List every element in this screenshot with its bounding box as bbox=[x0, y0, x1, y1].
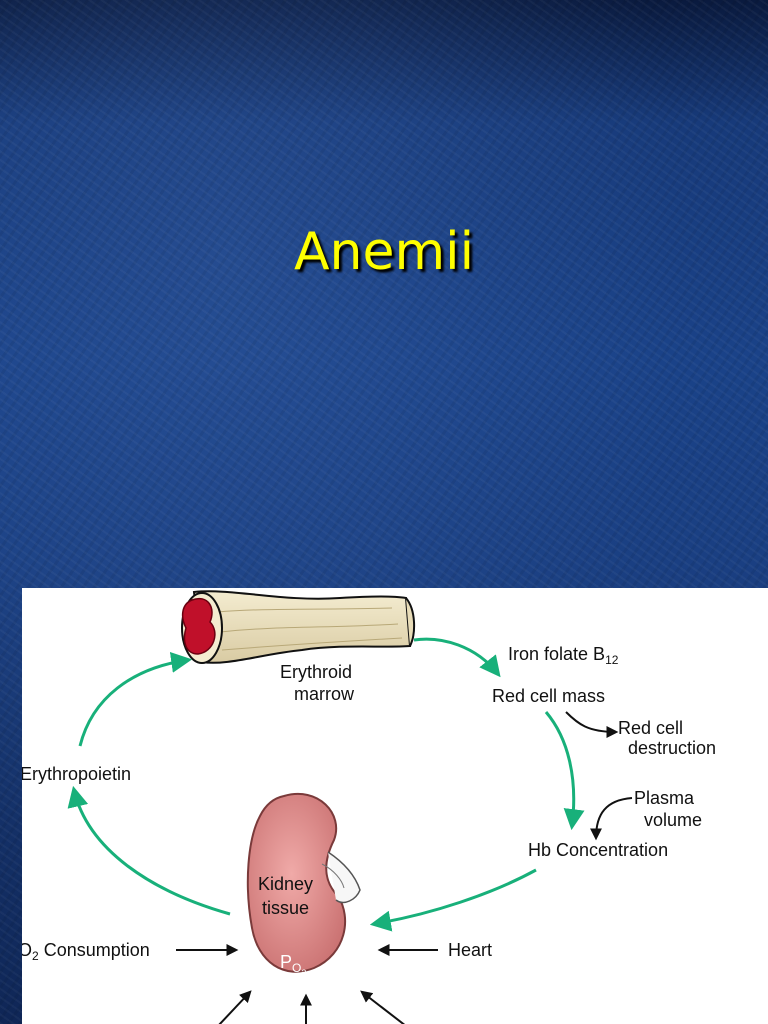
label-plasma: Plasma bbox=[634, 788, 695, 808]
arrow-hb-to-kidney bbox=[369, 868, 537, 932]
arrow-lower-left bbox=[218, 990, 252, 1024]
arrow-plasma bbox=[590, 797, 633, 841]
arrow-epo-to-marrow bbox=[78, 651, 193, 747]
label-volume: volume bbox=[644, 810, 703, 830]
po2-subscript: O bbox=[292, 961, 302, 975]
arrow-marrow-to-redcell bbox=[413, 637, 501, 678]
label-heart: Heart bbox=[448, 940, 493, 960]
erythropoiesis-diagram: Erythroid marrow Iron folate B12 Red cel… bbox=[22, 588, 768, 1024]
kidney-icon bbox=[246, 793, 361, 973]
slide-title: Anemii bbox=[293, 222, 475, 282]
label-o2-consumption: O2 Consumption bbox=[22, 940, 150, 966]
arrow-destruction bbox=[565, 711, 619, 738]
label-erythroid: Erythroid bbox=[280, 662, 353, 682]
arrow-kidney-to-epo bbox=[67, 785, 231, 916]
marrow-cavity bbox=[181, 597, 216, 655]
po2-subscript-2: 2 bbox=[301, 968, 307, 978]
o2-prefix: O bbox=[22, 940, 33, 960]
bone-icon bbox=[181, 590, 416, 664]
label-erythropoietin: Erythropoietin bbox=[22, 764, 132, 784]
iron-folate-text: Iron folate B bbox=[508, 644, 606, 664]
label-kidney: Kidney bbox=[258, 874, 314, 894]
label-red-cell: Red cell bbox=[618, 718, 684, 738]
po2-p: P bbox=[280, 952, 293, 972]
label-destruction: destruction bbox=[628, 738, 717, 758]
o2-subscript: 2 bbox=[32, 949, 39, 963]
iron-folate-subscript: 12 bbox=[605, 653, 619, 667]
label-marrow: marrow bbox=[294, 684, 355, 704]
label-tissue: tissue bbox=[262, 898, 310, 918]
label-po2: PO2 bbox=[280, 952, 306, 983]
label-hb-concentration: Hb Concentration bbox=[528, 840, 669, 860]
diagram-graphics bbox=[67, 590, 633, 1024]
consumption-text: Consumption bbox=[38, 940, 150, 960]
arrow-lower-right bbox=[360, 990, 406, 1024]
label-red-cell-mass: Red cell mass bbox=[492, 686, 606, 706]
label-iron-folate: Iron folate B12 bbox=[508, 644, 618, 670]
arrow-redcell-to-hb bbox=[544, 711, 585, 831]
